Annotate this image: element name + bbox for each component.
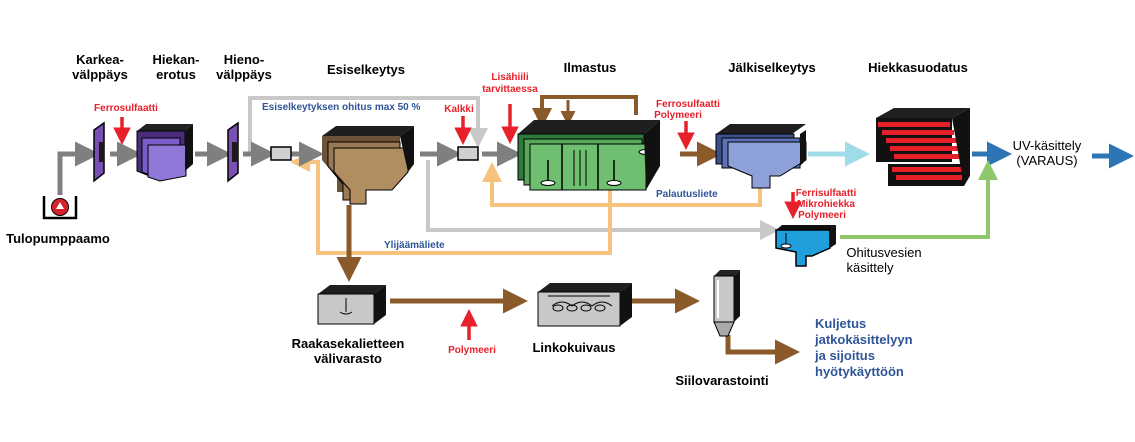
final-destination-4: hyötykäyttöön xyxy=(815,364,904,379)
label-karkea-2: välppäys xyxy=(72,67,128,82)
label-linkokuivaus: Linkokuivaus xyxy=(532,340,615,355)
label-ohitus-1: Ohitusvesien xyxy=(846,245,921,260)
overflow-to-bypass-treatment-line xyxy=(426,160,780,240)
label-esiselkeytys: Esiselkeytys xyxy=(327,62,405,77)
chem-ferri-3: Polymeeri xyxy=(798,210,846,221)
aeration-recirculation-line xyxy=(532,95,638,128)
grit-removal-icon xyxy=(136,124,193,182)
chem-ferri-1: Ferrisulfaatti xyxy=(796,188,857,199)
label-tulopumppaamo: Tulopumppaamo xyxy=(6,231,110,246)
primary-clarifier-icon xyxy=(322,126,414,205)
label-uv-2: (VARAUS) xyxy=(1016,153,1077,168)
flow-label-ylijaamaliete: Ylijäämäliete xyxy=(384,240,445,251)
label-hieno-1: Hieno- xyxy=(224,52,264,67)
chem-lisahiili-1: Lisähiili xyxy=(491,72,528,83)
label-raaka-2: välivarasto xyxy=(314,351,382,366)
return-sludge-line xyxy=(482,162,762,207)
label-ilmastus: Ilmastus xyxy=(564,60,617,75)
coarse-screen-icon xyxy=(93,121,105,183)
inlet-pump-station-icon xyxy=(42,196,78,220)
label-raaka-1: Raakasekalietteen xyxy=(292,336,405,351)
label-karkea-1: Karkea- xyxy=(76,52,124,67)
label-siilo: Siilovarastointi xyxy=(675,373,768,388)
chem-ferro-poly-1: Ferrosulfaatti xyxy=(656,99,720,110)
bypass-flow-line xyxy=(248,96,488,153)
final-destination-3: ja sijoitus xyxy=(814,348,875,363)
chem-ferri-2: Mikrohiekka xyxy=(797,199,855,210)
aeration-basin-icon xyxy=(517,120,660,191)
raw-sludge-storage-icon xyxy=(317,285,386,325)
fine-screen-icon xyxy=(227,121,239,183)
chem-lisahiili-2: tarvittaessa xyxy=(482,84,538,95)
label-hiekan-1: Hiekan- xyxy=(153,52,200,67)
inflow-line xyxy=(57,141,100,195)
centrifuge-icon xyxy=(537,283,632,327)
label-hieno-2: välppäys xyxy=(216,67,272,82)
chem-kalkki: Kalkki xyxy=(444,104,474,115)
junction-box-1 xyxy=(270,146,292,161)
junction-box-2 xyxy=(457,146,479,161)
label-hiekkasuodatus: Hiekkasuodatus xyxy=(868,60,968,75)
sand-filter-icon xyxy=(876,108,970,186)
final-clarifier-icon xyxy=(715,124,807,189)
silo-to-transport-line xyxy=(725,335,800,365)
label-jalkiselkeytys: Jälkiselkeytys xyxy=(728,60,815,75)
flow-label-palautusliete: Palautusliete xyxy=(656,189,718,200)
chem-polymeeri: Polymeeri xyxy=(448,345,496,356)
chem-ferro-1: Ferrosulfaatti xyxy=(94,103,158,114)
final-destination-1: Kuljetus xyxy=(815,316,866,331)
final-destination-2: jatkokäsittelyyn xyxy=(814,332,913,347)
sludge-silo-icon xyxy=(713,270,740,337)
flow-label-ohitus: Esiselkeytyksen ohitus max 50 % xyxy=(262,102,421,113)
bypass-treatment-out-line xyxy=(840,160,998,239)
chem-ferro-poly-2: Polymeeri xyxy=(654,110,702,121)
label-uv-1: UV-käsittely xyxy=(1013,138,1082,153)
label-hiekan-2: erotus xyxy=(156,67,196,82)
bypass-water-treatment-icon xyxy=(775,225,836,267)
label-ohitus-2: käsittely xyxy=(847,260,894,275)
